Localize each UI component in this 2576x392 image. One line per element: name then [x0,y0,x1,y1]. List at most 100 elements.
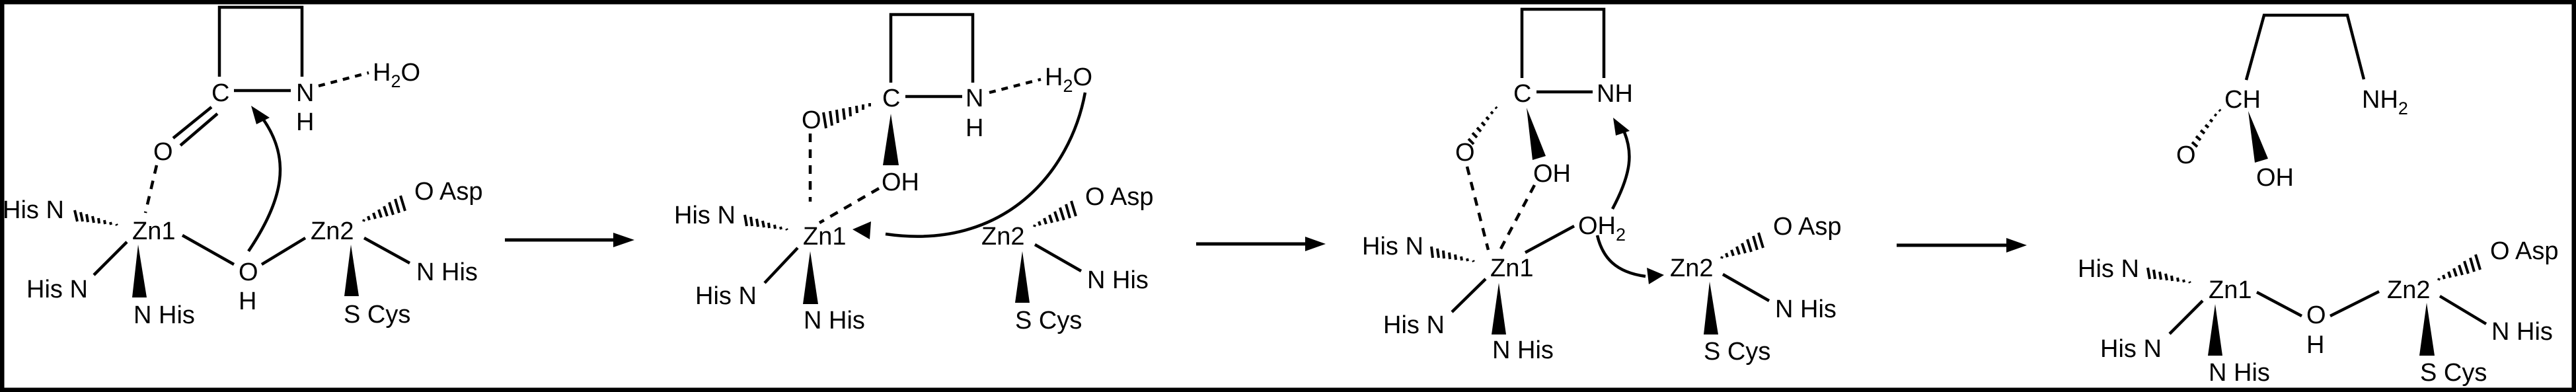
s-cys-label: S Cys [344,301,410,329]
n-water-hbond [989,77,1042,95]
lactam-ring [217,5,304,77]
zn1-label: Zn1 [2209,276,2252,304]
wedge-bond [1527,108,1546,160]
zn1-water-bond [1524,225,1575,254]
his-n-left-label: His N [2078,255,2139,283]
nitrogen-label: N [296,79,314,107]
o-zn2-bond [2329,290,2380,318]
n-his-zn2-label: N His [416,258,478,286]
n-his-label: N His [133,301,195,329]
hashed-bond [2146,267,2191,284]
carbon-label: C [211,79,229,107]
his-n-lower-label: His N [1383,311,1445,339]
arrowhead-icon [251,106,270,124]
o-zn2-bond [260,237,307,266]
curved-arrow [885,92,1087,238]
water-label: H2O [1045,63,1092,96]
wedge-bond [883,114,899,165]
curved-arrow [1611,132,1631,210]
panel-step3: C NH O OH OH2 Zn1 Zn2 His N His N N His … [1362,7,1842,366]
zn2-label: Zn2 [981,223,1024,251]
n-water-hbond [318,71,369,88]
curved-arrow [247,118,282,253]
panel-step2: C N H H2O O OH Zn1 Zn2 His N His N N His… [674,13,1154,334]
zn1-his-bond [1451,278,1487,313]
n-his-zn2-label: N His [1775,295,1837,323]
arrowhead-icon [1305,237,1326,251]
hydroxyl-label: OH [2256,164,2294,192]
panel-step4: CH NH2 O OH Zn1 Zn2 His N His N N His O … [2078,13,2559,387]
wedge-bond [1492,283,1506,334]
curved-arrow [1595,235,1646,278]
wedge-bond [1704,282,1718,334]
zn1-o-bond [181,234,235,266]
water-oh2-label: OH2 [1578,212,1626,245]
n-his-zn2-label: N His [1087,266,1149,294]
o-zn1-coordination [143,165,159,214]
hashed-bond [822,103,871,129]
hashed-bond [1467,106,1498,145]
wedge-bond [2208,304,2222,356]
o-asp-label: O Asp [1773,213,1842,241]
n-his-label: N His [804,307,865,334]
arrowhead-icon [852,221,871,239]
zn2-his-bond [363,237,411,264]
zn2-his-bond [1722,273,1770,302]
wedge-bond [2419,303,2435,356]
wedge-bond [803,251,818,304]
nh2-label: NH2 [2362,86,2408,118]
arrowhead-icon [1647,268,1664,284]
arrowhead-icon [613,233,634,247]
oh-zn1-coordination [1499,184,1536,251]
wedge-bond [2248,111,2268,163]
o-asp-label: O Asp [1085,183,1154,211]
carbonyl-bond-b [179,112,219,147]
n-hydrogen-label: H [296,108,314,136]
nh-label: NH [1597,80,1633,108]
n-his-label: N His [1492,336,1554,364]
wedge-bond [1015,251,1030,303]
hydroxyl-label: OH [882,169,919,196]
n-his-label: N His [2209,359,2270,387]
reaction-arrow-2 [1196,237,1326,251]
bridge-o-label: O [2306,301,2326,329]
hashed-bond [743,214,788,231]
zn1-his-bond [763,247,799,284]
zn1-his-bond [2168,299,2204,335]
water-label: H2O [373,59,420,91]
zn2-label: Zn2 [1670,255,1713,282]
oh-zn1-coordination [818,187,880,224]
zn1-o-bond [2255,291,2303,317]
hashed-bond [1720,232,1764,259]
zn1-label: Zn1 [1490,255,1533,282]
wedge-bond [344,245,359,296]
zn1-label: Zn1 [132,217,175,245]
nitrogen-label: N [966,85,983,112]
his-n-left-label: His N [1362,233,1423,260]
hashed-bond [73,210,118,226]
lactam-ring [1520,7,1606,78]
o-asp-label: O Asp [2490,237,2559,265]
hashed-bond [1033,200,1077,227]
hydroxyl-label: OH [1533,160,1571,188]
carbonyl-bond-a [172,106,213,139]
n-his-zn2-label: N His [2491,318,2553,346]
his-n-lower-label: His N [2100,335,2162,363]
reaction-arrow-1 [505,233,634,247]
n-hydrogen-label: H [966,114,983,142]
his-n-lower-label: His N [695,282,757,310]
s-cys-label: S Cys [2420,359,2487,387]
reaction-arrow-3 [1897,238,2027,253]
alkoxide-o-label: O [802,106,821,134]
hashed-bond [362,195,406,222]
lactam-ring [889,13,975,83]
bridge-h-label: H [2306,331,2324,359]
bridge-h-label: H [239,288,256,315]
his-n-left-label: His N [3,196,64,224]
ch-label: CH [2224,86,2261,114]
zn2-label: Zn2 [311,217,354,245]
carbon-label: C [1513,80,1531,108]
zn2-his-bond [1034,243,1082,272]
